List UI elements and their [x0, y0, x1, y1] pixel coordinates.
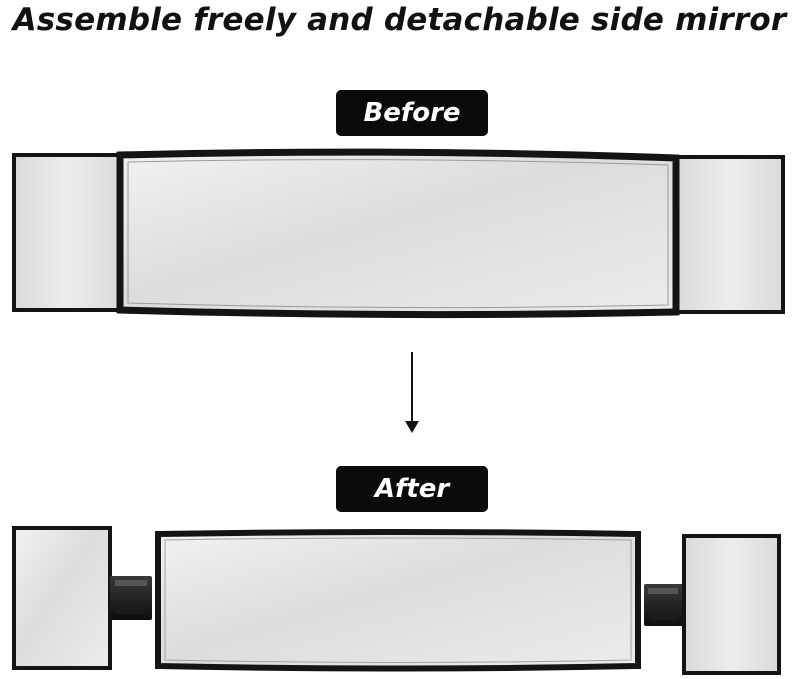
before-label: Before — [336, 90, 488, 136]
before-mirror-assembly — [12, 148, 785, 319]
after-right-wing-mirror — [682, 534, 781, 675]
down-arrow-icon — [405, 352, 419, 433]
before-right-wing-mirror — [675, 155, 785, 314]
after-center-mirror — [155, 529, 641, 672]
after-label: After — [336, 466, 488, 512]
headline-title: Assemble freely and detachable side mirr… — [12, 2, 787, 38]
after-left-wing-mirror — [12, 526, 112, 670]
before-center-mirror — [116, 148, 680, 319]
after-right-clip — [644, 584, 684, 626]
before-left-wing-mirror — [12, 153, 123, 312]
after-left-clip — [110, 576, 152, 620]
